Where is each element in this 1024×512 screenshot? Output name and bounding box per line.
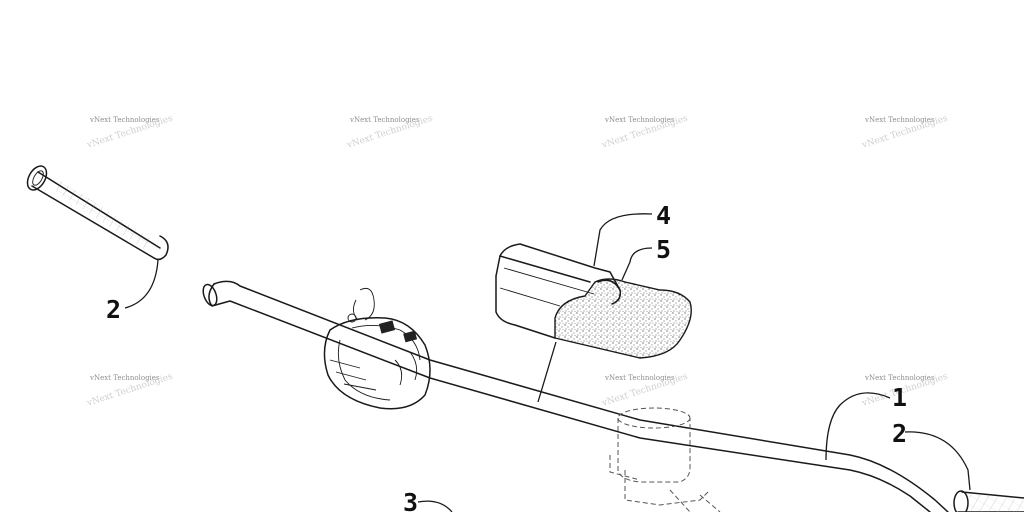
callout-3: 3 <box>403 488 418 512</box>
leader-lines <box>124 213 971 512</box>
watermark-text: vNext Technologies <box>349 116 420 124</box>
watermark-text: vNext Technologies <box>604 116 675 124</box>
watermark-text: vNext Technologies <box>864 116 935 124</box>
watermark-text: vNext Technologies <box>864 374 935 382</box>
left-grip <box>26 165 169 261</box>
callout-5: 5 <box>656 235 671 264</box>
handlebar <box>202 280 949 512</box>
left-control-housing <box>323 287 431 410</box>
watermark-text: vNext Technologies <box>604 374 675 382</box>
right-grip <box>953 490 1024 512</box>
callout-4: 4 <box>656 201 671 230</box>
watermark-text: vNext Technologies <box>89 116 160 124</box>
watermark-text: vNext Technologies <box>89 374 160 382</box>
crossbar-pad <box>495 243 692 359</box>
callout-2-right: 2 <box>892 419 907 448</box>
callout-1: 1 <box>892 383 907 412</box>
callout-labels: 2 4 5 1 2 3 <box>106 201 907 512</box>
callout-2-left: 2 <box>106 295 121 324</box>
brake-master-cylinder <box>609 407 721 512</box>
